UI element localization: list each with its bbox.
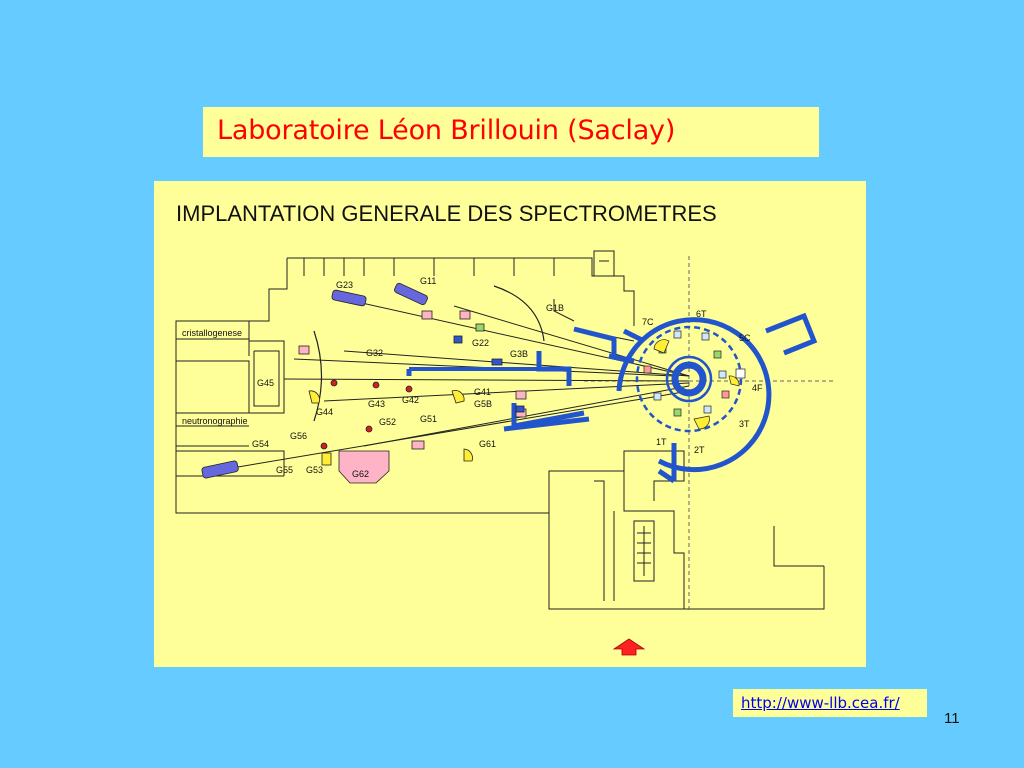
page-number: 11 (944, 710, 960, 727)
entrance-arrow (612, 638, 646, 656)
guide-label-g11: G11 (420, 276, 436, 286)
port-label-4f: 4F (752, 383, 763, 393)
guide-label-g22: G22 (472, 338, 489, 348)
floor-plan-drawing: cristallogenese neutronographie G23 G11 … (175, 250, 834, 656)
port-label-1t: 1T (656, 437, 667, 447)
guide-label-g45: G45 (257, 378, 274, 388)
llb-website-link[interactable]: http://www-llb.cea.fr/ (741, 694, 900, 712)
plan-heading: IMPLANTATION GENERALE DES SPECTROMETRES (176, 201, 717, 226)
guide-label-g32: G32 (366, 348, 383, 358)
guide-label-g1b: G1B (546, 303, 564, 313)
outer-wall (175, 258, 825, 610)
reactor-core (671, 361, 707, 397)
guide-label-g41: G41 (474, 387, 491, 397)
port-label-6t: 6T (696, 309, 707, 319)
port-label-3t: 3T (739, 419, 750, 429)
g62-hall (338, 450, 390, 484)
guide-label-g23: G23 (336, 280, 353, 290)
guide-label-g61: G61 (479, 439, 496, 449)
guide-label-g42: G42 (402, 395, 419, 405)
port-label-2t: 2T (694, 445, 705, 455)
guide-label-g54: G54 (252, 439, 269, 449)
south-block-wall (548, 470, 685, 609)
guide-label-g55: G55 (276, 465, 293, 475)
guide-label-g5b: G5B (474, 399, 492, 409)
room-label-cristallogenese: cristallogenese (182, 328, 242, 338)
url-box: http://www-llb.cea.fr/ (733, 689, 927, 717)
slide-title: Laboratoire Léon Brillouin (Saclay) (217, 115, 676, 146)
title-box: Laboratoire Léon Brillouin (Saclay) (203, 107, 819, 157)
guide-label-g44: G44 (316, 407, 333, 417)
north-wall (287, 257, 635, 326)
guide-label-g53: G53 (306, 465, 323, 475)
port-label-7c: 7C (642, 317, 654, 327)
guide-label-g52: G52 (379, 417, 396, 427)
guide-label-g3b: G3B (510, 349, 528, 359)
guide-label-g62: G62 (352, 469, 369, 479)
floor-plan: IMPLANTATION GENERALE DES SPECTROMETRES (154, 181, 866, 667)
guide-label-g43: G43 (368, 399, 385, 409)
room-label-neutronographie: neutronographie (182, 416, 248, 426)
guide-label-g56: G56 (290, 431, 307, 441)
port-label-5c: 5C (739, 333, 751, 343)
guide-label-g51: G51 (420, 414, 437, 424)
